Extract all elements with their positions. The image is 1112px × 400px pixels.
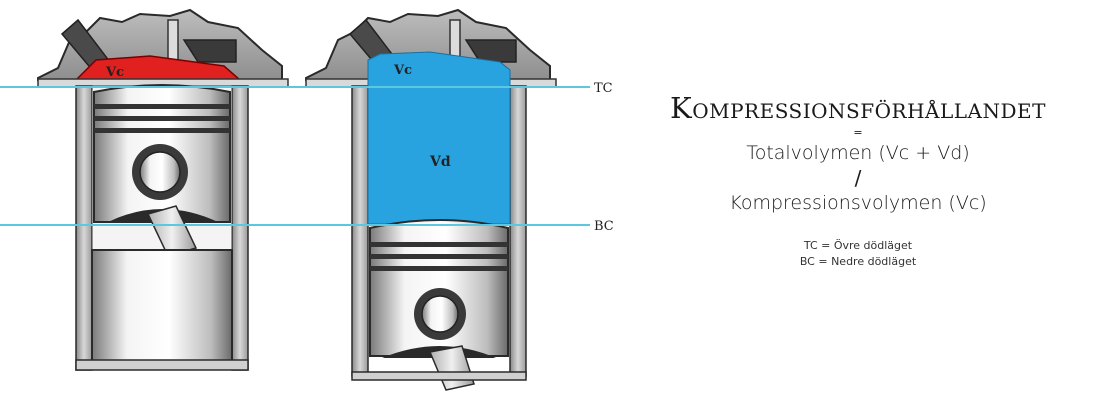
left-piston-ring (94, 116, 230, 121)
bc-line-label: BC (594, 219, 614, 234)
right-vd-label: Vd (429, 154, 451, 170)
left-valve-stem (167, 19, 179, 65)
formula-denominator: Kompressionsvolymen (Vc) (729, 192, 987, 214)
left-exhaust-port (182, 39, 237, 63)
formula-equals: = (853, 126, 863, 139)
left-piston-ring (94, 128, 230, 133)
legend-tc: TC = Övre dödläget (803, 239, 913, 252)
right-piston-ring (370, 266, 508, 271)
right-engine: Vc Vd (305, 8, 557, 391)
left-vc-label: Vc (105, 65, 124, 80)
right-piston-ring (370, 242, 508, 247)
legend: TC = Övre dödläget BC = Nedre dödläget (618, 238, 1098, 270)
right-exhaust-port (464, 39, 517, 63)
left-piston-ring (94, 104, 230, 109)
left-engine: Vc (37, 8, 289, 371)
right-cylinder-wall-left (351, 85, 369, 377)
formula-title: Kompressionsförhållandet (670, 91, 1046, 125)
left-connecting-rod (146, 205, 198, 257)
compression-ratio-formula: Kompressionsförhållandet = Totalvolymen … (618, 90, 1098, 270)
right-cylinder-wall-right (509, 85, 527, 377)
left-lower-block (91, 249, 233, 363)
tc-line-label: TC (594, 81, 613, 96)
right-vc-label: Vc (393, 63, 412, 78)
left-cylinder-wall-left (75, 85, 93, 371)
formula-numerator: Totalvolymen (Vc + Vd) (746, 142, 970, 164)
formula-divider: / (854, 166, 862, 190)
legend-bc: BC = Nedre dödläget (799, 255, 917, 268)
left-cylinder-wall-right (231, 85, 249, 371)
right-piston-ring (370, 254, 508, 259)
right-displacement-volume (367, 51, 511, 225)
